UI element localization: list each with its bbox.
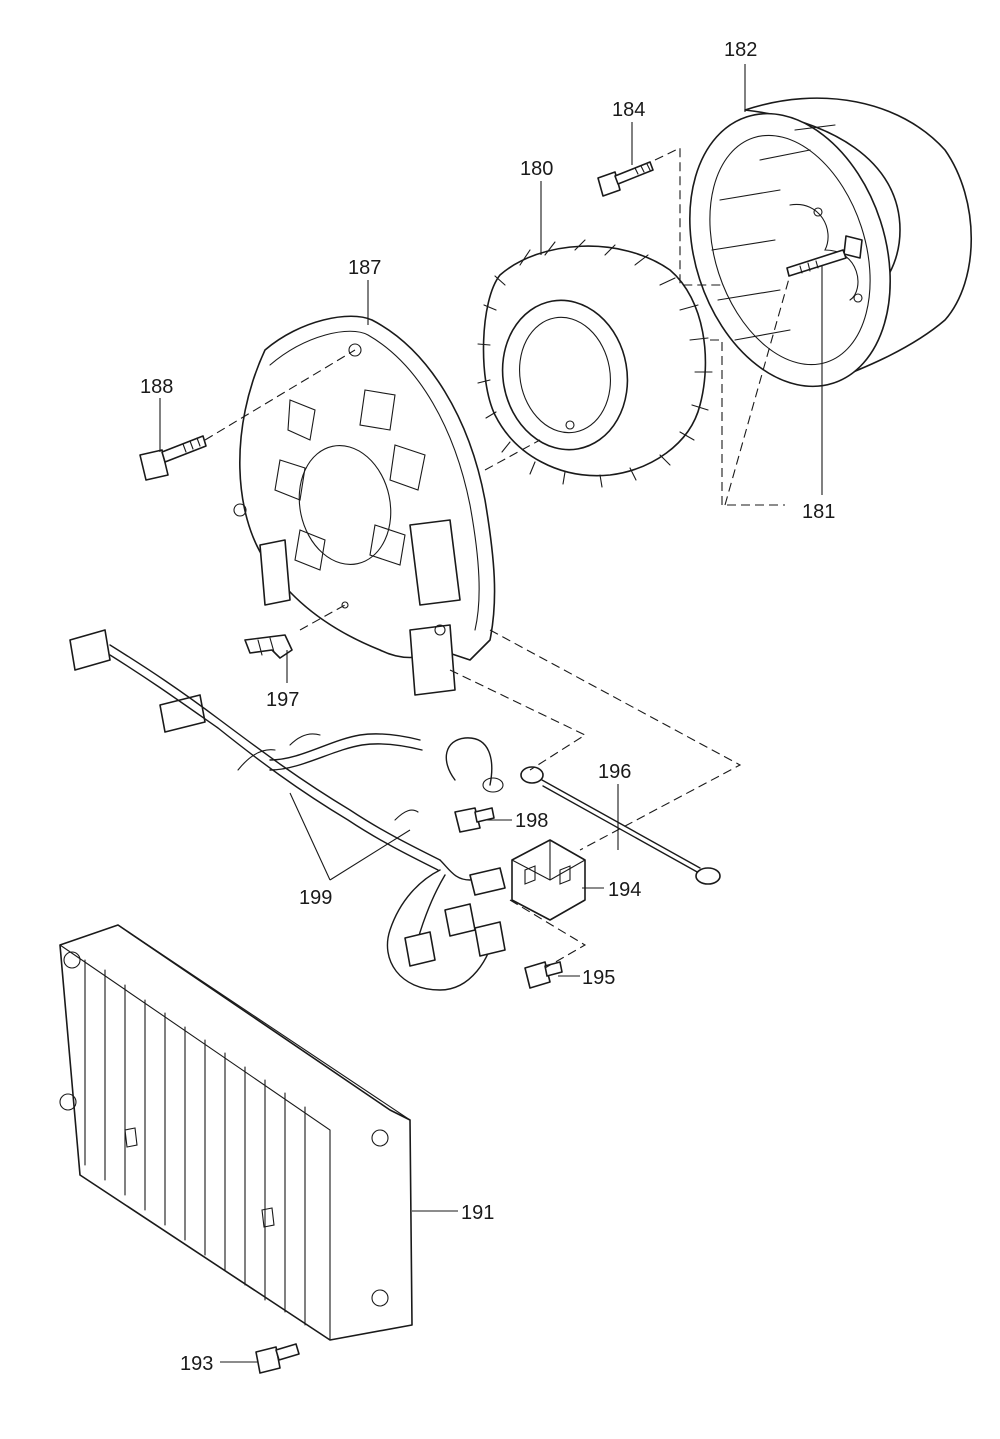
leader-lines: [159, 64, 823, 1363]
callout-188: 188: [140, 376, 173, 398]
callout-196: 196: [598, 761, 631, 783]
bolt-188: [139, 435, 207, 481]
screw-195: [524, 961, 563, 989]
callout-labels: 182 184 180 187 188 181 197 196 198 199 …: [140, 39, 835, 1375]
rotor-flywheel-182: [689, 97, 973, 388]
callout-194: 194: [608, 879, 641, 901]
terminal-198: [454, 777, 504, 833]
bolt-181: [786, 235, 863, 277]
ground-wire-196: [520, 766, 721, 885]
inverter-heatsink-191: [59, 924, 413, 1341]
wire-harness-199: [69, 629, 506, 991]
callout-198: 198: [515, 810, 548, 832]
callout-187: 187: [348, 257, 381, 279]
callout-180: 180: [520, 158, 553, 180]
callout-181: 181: [802, 501, 835, 523]
callout-199: 199: [299, 887, 332, 909]
callout-197: 197: [266, 689, 299, 711]
bolt-184: [597, 161, 654, 197]
end-cover-187: [233, 315, 496, 696]
rectifier-194: [511, 839, 586, 921]
callout-195: 195: [582, 967, 615, 989]
clip-197: [244, 634, 293, 659]
screw-193: [255, 1343, 300, 1374]
callout-184: 184: [612, 99, 645, 121]
stator-180: [477, 239, 713, 488]
assembly-lines: [204, 147, 791, 969]
callout-193: 193: [180, 1353, 213, 1375]
callout-182: 182: [724, 39, 757, 61]
callout-191: 191: [461, 1202, 494, 1224]
